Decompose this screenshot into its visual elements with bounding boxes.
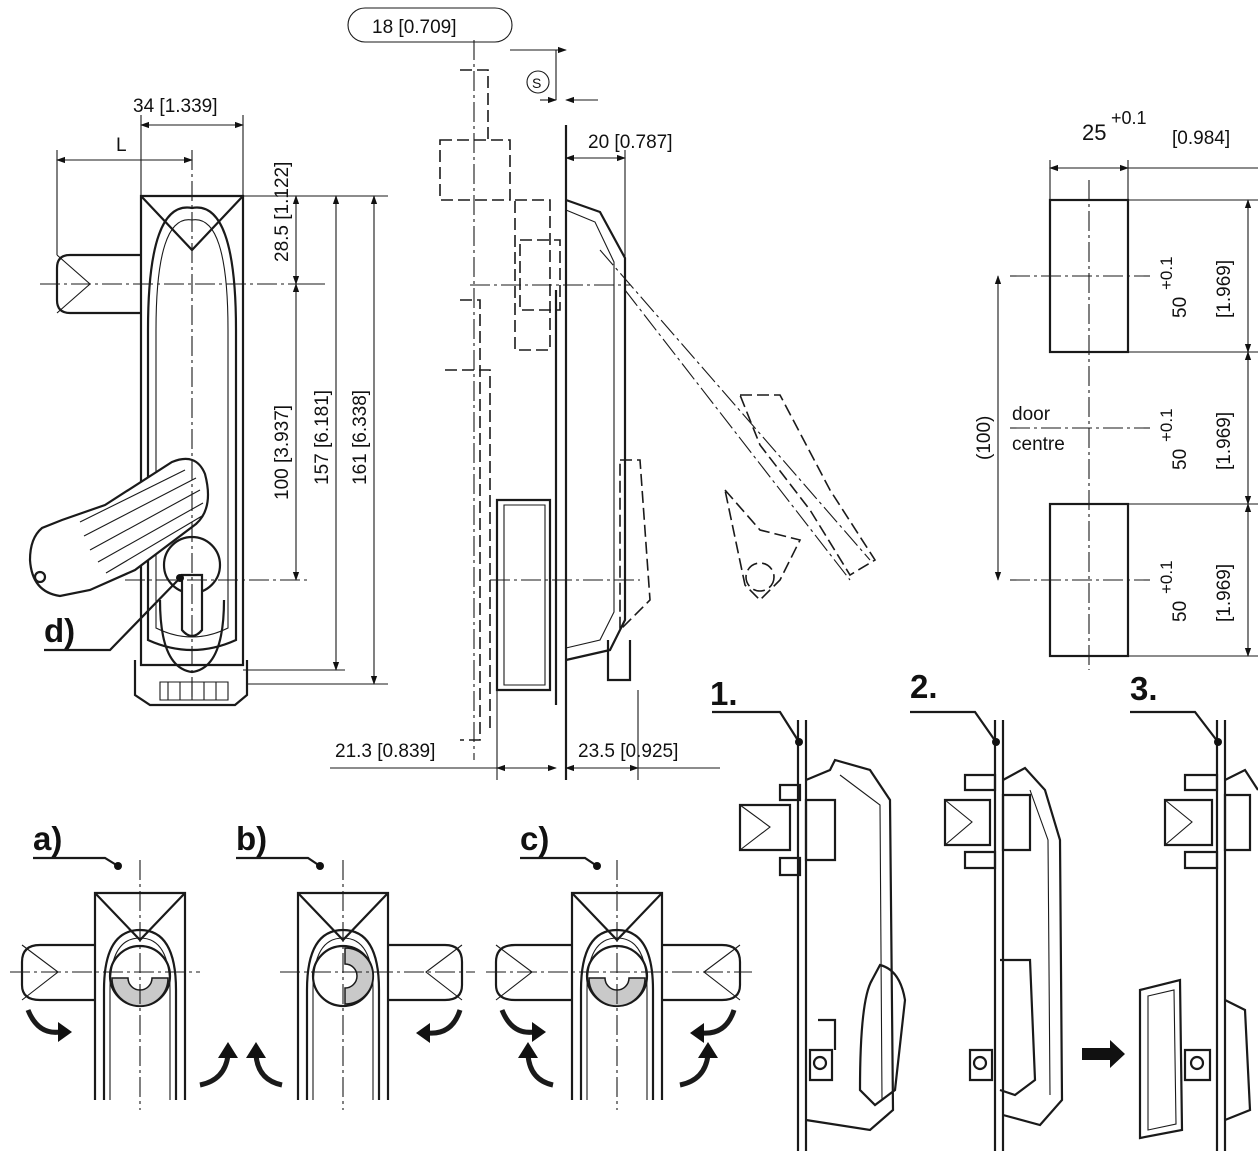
variant-c: [486, 856, 752, 1110]
cut-dim-50-c: 50: [1170, 601, 1191, 622]
variant-b: [236, 856, 475, 1110]
dim-21-3: 21.3 [0.839]: [335, 741, 435, 762]
side-dimensions: [330, 7, 720, 780]
cut-dim-100: (100): [974, 416, 995, 460]
label-d: d): [44, 612, 75, 649]
label-a: a): [33, 820, 62, 857]
cut-dim-25-tol: +0.1: [1111, 108, 1147, 128]
dim-18: 18 [0.709]: [372, 17, 457, 38]
cut-dim-50-c-tol: +0.1: [1157, 560, 1176, 594]
rotation-arrows: [25, 1008, 737, 1088]
front-dimensions: [56, 115, 388, 685]
dim-161: 161 [6.338]: [350, 390, 371, 485]
install-step-3: [1130, 710, 1258, 1151]
step-arrow-icon: [1082, 1040, 1125, 1068]
dim-s: S: [532, 75, 541, 91]
dim-34: 34 [1.339]: [133, 96, 218, 117]
variant-a: [10, 856, 200, 1110]
cut-dim-25: 25: [1082, 120, 1106, 145]
label-step-2: 2.: [910, 668, 938, 705]
cutout-view: [994, 160, 1258, 670]
door-label: door: [1012, 404, 1051, 425]
dim-20: 20 [0.787]: [588, 132, 673, 153]
cut-dim-50-b-tol: +0.1: [1157, 408, 1176, 442]
dim-23-5: 23.5 [0.925]: [578, 741, 678, 762]
cut-dim-50-a-in: [1.969]: [1214, 260, 1235, 318]
cut-dim-50-a-tol: +0.1: [1157, 256, 1176, 290]
cut-dim-50-b-in: [1.969]: [1214, 412, 1235, 470]
cut-dim-50-a: 50: [1170, 297, 1191, 318]
label-c: c): [520, 820, 549, 857]
dim-L: L: [116, 135, 127, 156]
label-step-1: 1.: [710, 675, 738, 712]
front-view: [28, 150, 310, 707]
install-step-1: [712, 710, 907, 1151]
centre-label: centre: [1012, 434, 1065, 455]
cut-dim-50-b: 50: [1170, 449, 1191, 470]
side-view: [439, 40, 877, 780]
cut-dim-50-c-in: [1.969]: [1214, 564, 1235, 622]
label-step-3: 3.: [1130, 670, 1158, 707]
cut-dim-25-in: [0.984]: [1172, 128, 1230, 149]
dim-28-5: 28.5 [1.122]: [272, 162, 293, 262]
install-step-2: [910, 710, 1064, 1151]
dim-100: 100 [3.937]: [272, 405, 293, 500]
label-b: b): [236, 820, 267, 857]
dim-157: 157 [6.181]: [312, 390, 333, 485]
